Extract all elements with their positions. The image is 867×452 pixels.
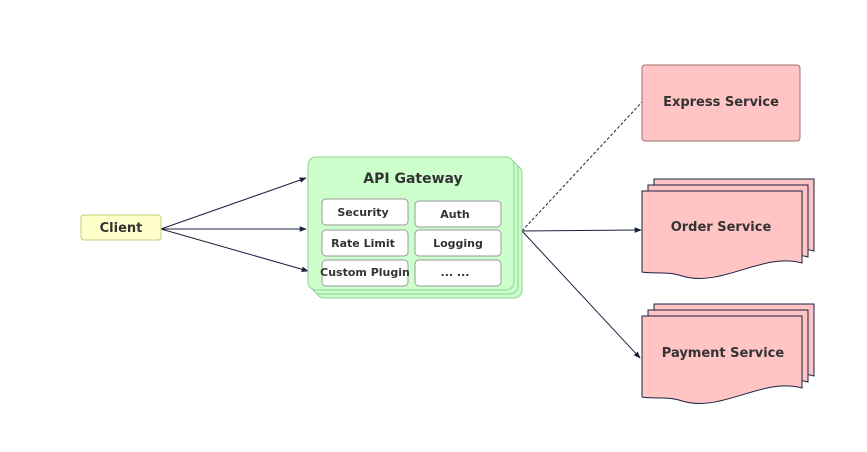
gateway-to-express-dashed-line xyxy=(521,101,643,232)
module-label: Custom Plugin xyxy=(320,266,410,279)
gateway-to-payment-arrow xyxy=(521,230,641,359)
gateway-to-order-arrow xyxy=(521,227,642,233)
connectors xyxy=(160,101,643,359)
module-label: Security xyxy=(337,206,388,219)
client-to-gateway-arrow-bottom xyxy=(160,228,309,272)
api-gateway-title: API Gateway xyxy=(363,171,462,187)
module-label: Rate Limit xyxy=(331,237,395,250)
express-service-node: Express Service xyxy=(641,64,801,142)
gateway-module-custom-plugin: Custom Plugin xyxy=(320,259,410,287)
module-label: ... ... xyxy=(441,266,470,279)
payment-service-label: Payment Service xyxy=(662,346,785,361)
module-label: Auth xyxy=(440,208,469,221)
gateway-module-rate-limit: Rate Limit xyxy=(321,229,409,257)
gateway-module-security: Security xyxy=(321,198,409,226)
client-to-gateway-arrow-top xyxy=(160,177,307,230)
client-label: Client xyxy=(100,221,143,236)
gateway-module-more: ... ... xyxy=(414,259,502,287)
express-service-label: Express Service xyxy=(663,95,779,110)
order-service-node: Order Service xyxy=(641,178,815,279)
gateway-module-logging: Logging xyxy=(414,229,502,257)
order-service-label: Order Service xyxy=(671,220,772,235)
module-label: Logging xyxy=(433,237,483,250)
api-gateway-node: API Gateway Security Auth Rate Limit Log… xyxy=(307,156,523,299)
payment-service-node: Payment Service xyxy=(641,303,815,404)
gateway-module-auth: Auth xyxy=(414,200,502,228)
client-node: Client xyxy=(80,214,162,241)
